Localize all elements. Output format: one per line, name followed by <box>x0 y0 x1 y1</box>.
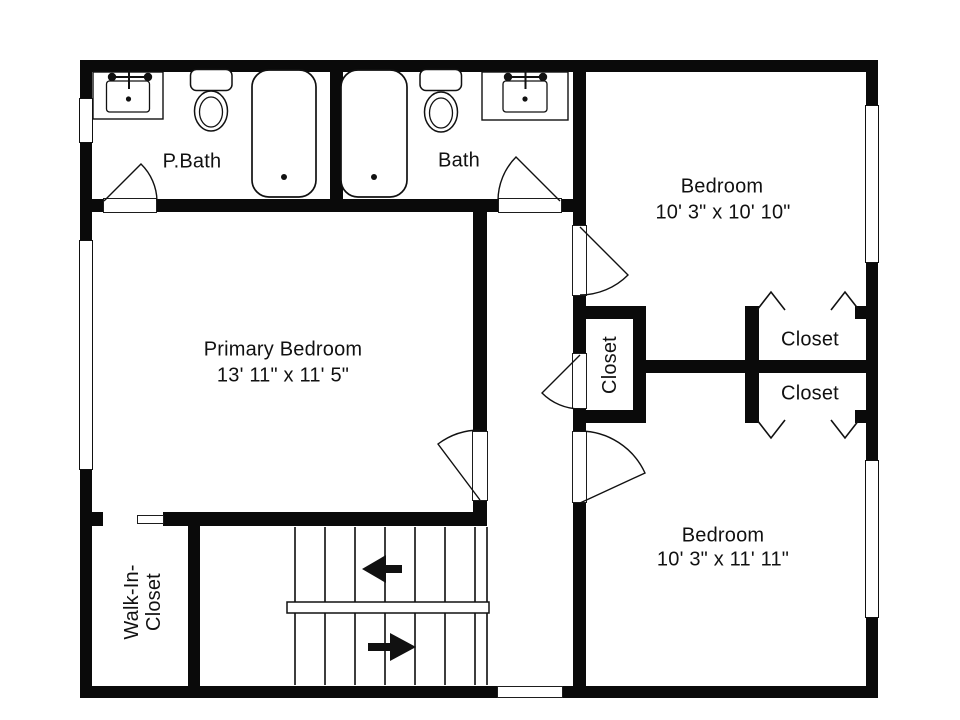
sink-icon <box>92 70 164 120</box>
wall-central <box>573 296 586 353</box>
doorway-pbath <box>103 198 157 213</box>
room-label-closet-bottom: Closet <box>781 382 839 405</box>
window-primary <box>79 240 93 470</box>
room-label-primary-bedroom: Primary Bedroom <box>203 338 363 361</box>
wall-top <box>80 60 878 72</box>
room-dims-bedroom-top: 10' 3" x 10' 10" <box>655 201 791 224</box>
window-pbath <box>79 98 93 143</box>
wall-bath-bottom <box>157 199 498 212</box>
room-label-bedroom-bottom: Bedroom <box>681 524 765 547</box>
sink-icon <box>481 70 569 121</box>
room-label-hall-closet: Closet <box>599 336 621 394</box>
wall-bath-bottom <box>92 199 103 212</box>
wall-walkin-right <box>188 526 200 686</box>
room-label-bath: Bath <box>438 149 480 172</box>
door-bath <box>497 156 561 202</box>
doorway-bedroom-top <box>572 225 587 296</box>
wall-closet-cap <box>855 410 866 423</box>
wall-hall-closet <box>573 410 646 423</box>
doorway-hall-bottom <box>497 686 563 698</box>
walk-in-closet-line1: Walk-In- <box>121 564 143 640</box>
wall-central <box>573 503 586 686</box>
toilet-icon <box>189 68 233 132</box>
wall-bath-divider <box>330 72 343 200</box>
wall-bottom <box>80 686 878 698</box>
bathtub-icon <box>340 69 408 198</box>
wall-primary-bottom <box>92 512 103 526</box>
doorway-walkin <box>137 515 164 524</box>
wall-primary-right <box>473 212 487 431</box>
door-bedroom-top <box>579 226 629 296</box>
doorway-primary <box>472 431 488 501</box>
wall-hall-closet <box>573 306 646 319</box>
stairs <box>294 527 488 685</box>
window-bedroom-bottom <box>865 460 879 618</box>
doorway-hall-closet <box>572 353 587 409</box>
wall-hall-closet <box>633 306 646 423</box>
stair-landing <box>286 601 490 614</box>
room-label-walk-in-closet: Walk-In- Closet <box>121 564 165 639</box>
door-pbath <box>103 163 158 202</box>
room-label-bedroom-top: Bedroom <box>680 175 764 198</box>
bathtub-icon <box>251 69 317 198</box>
walk-in-closet-line2: Closet <box>143 573 165 631</box>
wall-central <box>573 72 586 225</box>
window-bedroom-top <box>865 105 879 263</box>
stairs-down-arrow <box>368 633 416 661</box>
wall-closets-left <box>745 306 759 423</box>
door-bedroom-bottom <box>579 430 646 504</box>
doorway-bedroom-bottom <box>572 431 587 503</box>
doorway-bath <box>498 198 562 213</box>
room-dims-primary-bedroom: 13' 11" x 11' 5" <box>216 364 350 387</box>
room-label-pbath: P.Bath <box>162 150 222 173</box>
wall-closet-cap <box>855 306 866 319</box>
room-dims-bedroom-bottom: 10' 3" x 11' 11" <box>656 548 790 571</box>
room-label-closet-top: Closet <box>781 328 839 351</box>
toilet-icon <box>419 68 463 133</box>
stairs-up-arrow <box>362 555 402 583</box>
wall-primary-bottom <box>163 512 487 526</box>
